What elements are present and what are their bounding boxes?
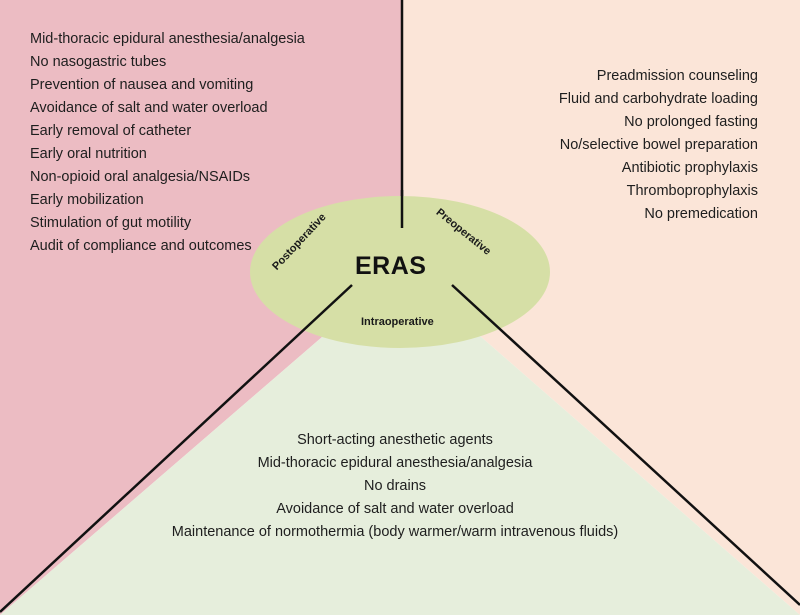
- intraoperative-label: Intraoperative: [361, 316, 434, 328]
- list-item: Early oral nutrition: [30, 146, 147, 162]
- intraoperative-region: [0, 268, 800, 615]
- list-item: No premedication: [644, 206, 758, 222]
- list-item: No nasogastric tubes: [30, 54, 167, 70]
- list-item: Stimulation of gut motility: [30, 215, 192, 231]
- eras-title: ERAS: [355, 252, 427, 280]
- list-item: Prevention of nausea and vomiting: [30, 77, 254, 93]
- list-item: Thromboprophylaxis: [626, 183, 758, 199]
- list-item: Mid-thoracic epidural anesthesia/analges…: [257, 455, 533, 471]
- list-item: No drains: [363, 478, 427, 494]
- list-item: Early mobilization: [30, 192, 144, 208]
- list-item: Avoidance of salt and water overload: [276, 501, 514, 517]
- postoperative-region: [0, 0, 402, 615]
- list-item: No/selective bowel preparation: [559, 137, 758, 153]
- list-item: Mid-thoracic epidural anesthesia/analges…: [30, 31, 305, 47]
- divider-line-left: [0, 284, 353, 613]
- list-item: Short-acting anesthetic agents: [297, 432, 493, 448]
- list-item: Maintenance of normothermia (body warmer…: [171, 524, 619, 540]
- list-item: Early removal of catheter: [30, 123, 192, 139]
- preoperative-region: [402, 0, 800, 615]
- list-item: Avoidance of salt and water overload: [30, 100, 268, 116]
- divider-line-right: [451, 284, 800, 606]
- postoperative-items: Mid-thoracic epidural anesthesia/analges…: [30, 28, 305, 258]
- list-item: Non-opioid oral analgesia/NSAIDs: [30, 169, 251, 185]
- list-item: Preadmission counseling: [596, 68, 758, 84]
- list-item: No prolonged fasting: [624, 114, 758, 130]
- list-item: Audit of compliance and outcomes: [30, 238, 252, 254]
- list-item: Antibiotic prophylaxis: [621, 160, 758, 176]
- list-item: Fluid and carbohydrate loading: [558, 91, 758, 107]
